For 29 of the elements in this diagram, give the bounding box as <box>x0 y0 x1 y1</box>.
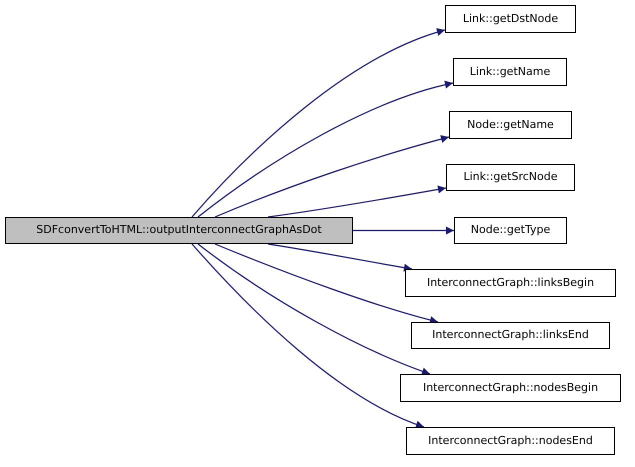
function-name: Link::getSrcNode <box>463 169 558 186</box>
function-box <box>449 111 572 139</box>
call-arrow <box>268 243 412 272</box>
call-arrow <box>198 81 454 218</box>
function-box <box>454 217 567 244</box>
function-box <box>400 374 621 402</box>
function-name: Node::getName <box>467 116 554 133</box>
function-name: InterconnectGraph::linksEnd <box>432 327 589 344</box>
function-box <box>446 164 575 191</box>
function-name: InterconnectGraph::nodesBegin <box>422 380 598 396</box>
call-arrow <box>198 244 430 376</box>
function-box <box>411 322 610 349</box>
function-name: Link::getName <box>470 64 550 80</box>
call-arrow <box>214 243 438 324</box>
function-box <box>453 58 567 86</box>
function-name: SDFconvertToHTML::outputInterconnectGraphAsDot <box>36 222 322 238</box>
function-name: Node::getType <box>470 222 550 238</box>
function-name: InterconnectGraph::nodesEnd <box>428 432 593 449</box>
call-arrow <box>192 28 446 218</box>
function-name: Link::getDstNode <box>462 10 558 27</box>
call-arrow <box>268 185 446 218</box>
call-arrow <box>353 226 454 234</box>
function-name: InterconnectGraph::linksBegin <box>426 274 594 291</box>
call-arrow <box>214 135 450 218</box>
function-box <box>445 5 576 33</box>
function-box <box>5 217 353 244</box>
call-arrow <box>192 244 424 428</box>
function-box <box>406 427 615 455</box>
function-box <box>405 269 616 297</box>
